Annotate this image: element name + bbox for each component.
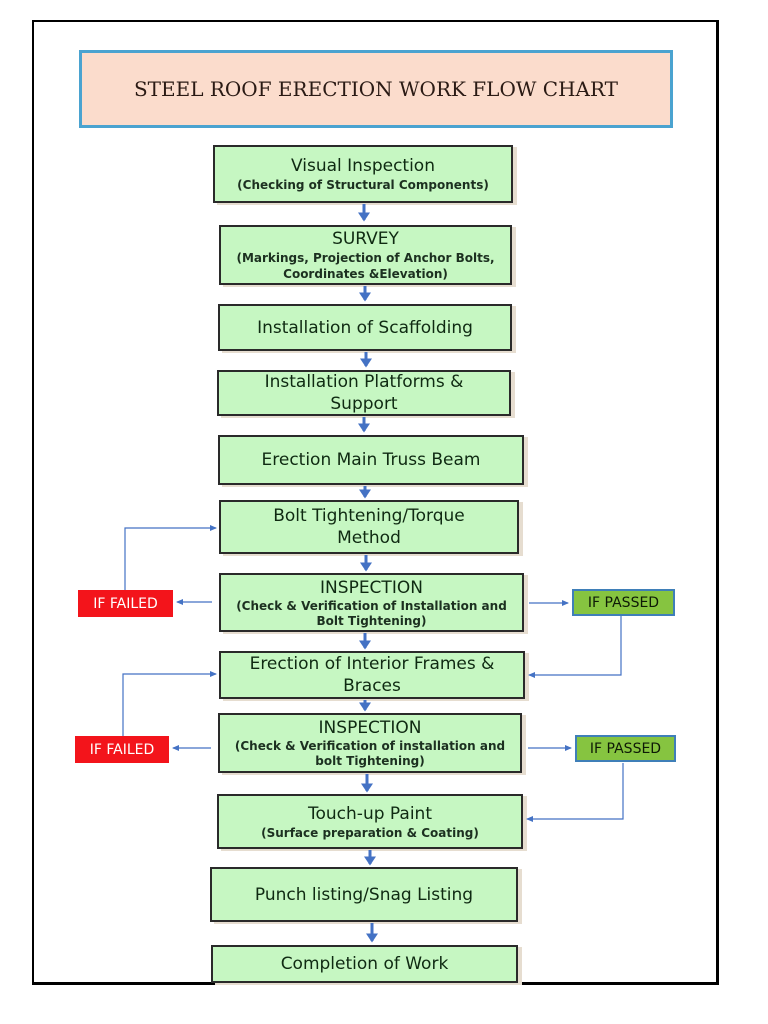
- step-inspection-2: INSPECTION (Check & Verification of inst…: [218, 713, 522, 773]
- step-inspection-1: INSPECTION (Check & Verification of Inst…: [219, 573, 524, 632]
- step-visual-inspection: Visual Inspection (Checking of Structura…: [213, 145, 513, 203]
- step-subtitle: (Checking of Structural Components): [237, 178, 489, 192]
- step-subtitle: (Surface preparation & Coating): [261, 825, 479, 840]
- step-erection-interior-frames: Erection of Interior Frames & Braces: [219, 651, 525, 699]
- step-installation-scaffolding: Installation of Scaffolding: [218, 304, 512, 351]
- step-title: SURVEY: [332, 229, 399, 249]
- chart-title: STEEL ROOF ERECTION WORK FLOW CHART: [79, 50, 673, 128]
- step-survey: SURVEY (Markings, Projection of Anchor B…: [219, 225, 512, 285]
- step-subtitle: (Check & Verification of installation an…: [234, 739, 506, 768]
- step-title: Erection of Interior Frames & Braces: [249, 654, 495, 696]
- step-title: Punch listing/Snag Listing: [254, 884, 474, 905]
- step-title: Installation Platforms & Support: [264, 372, 464, 414]
- step-completion: Completion of Work: [211, 945, 518, 983]
- if-failed-badge-1: IF FAILED: [78, 590, 173, 617]
- step-title: Erection Main Truss Beam: [261, 450, 481, 470]
- step-title: Installation of Scaffolding: [257, 317, 473, 338]
- step-title: INSPECTION: [318, 718, 422, 738]
- step-title: Bolt Tightening/Torque Method: [273, 506, 465, 548]
- page-frame: [32, 20, 719, 985]
- step-title: Completion of Work: [280, 954, 449, 974]
- if-passed-badge-2: IF PASSED: [575, 735, 676, 762]
- step-title: INSPECTION: [320, 577, 423, 598]
- chart-title-text: STEEL ROOF ERECTION WORK FLOW CHART: [133, 77, 619, 101]
- step-title: Visual Inspection: [291, 156, 435, 176]
- step-installation-platforms: Installation Platforms & Support: [217, 370, 511, 416]
- step-touch-up-paint: Touch-up Paint (Surface preparation & Co…: [217, 794, 523, 849]
- step-title: Touch-up Paint: [308, 803, 432, 824]
- step-bolt-tightening: Bolt Tightening/Torque Method: [219, 500, 519, 554]
- step-punch-listing: Punch listing/Snag Listing: [210, 867, 518, 922]
- if-passed-badge-1: IF PASSED: [572, 589, 675, 616]
- step-subtitle: (Check & Verification of Installation an…: [236, 598, 507, 628]
- step-erection-main-truss: Erection Main Truss Beam: [218, 435, 524, 485]
- if-failed-badge-2: IF FAILED: [75, 736, 169, 763]
- step-subtitle: (Markings, Projection of Anchor Bolts, C…: [236, 251, 495, 281]
